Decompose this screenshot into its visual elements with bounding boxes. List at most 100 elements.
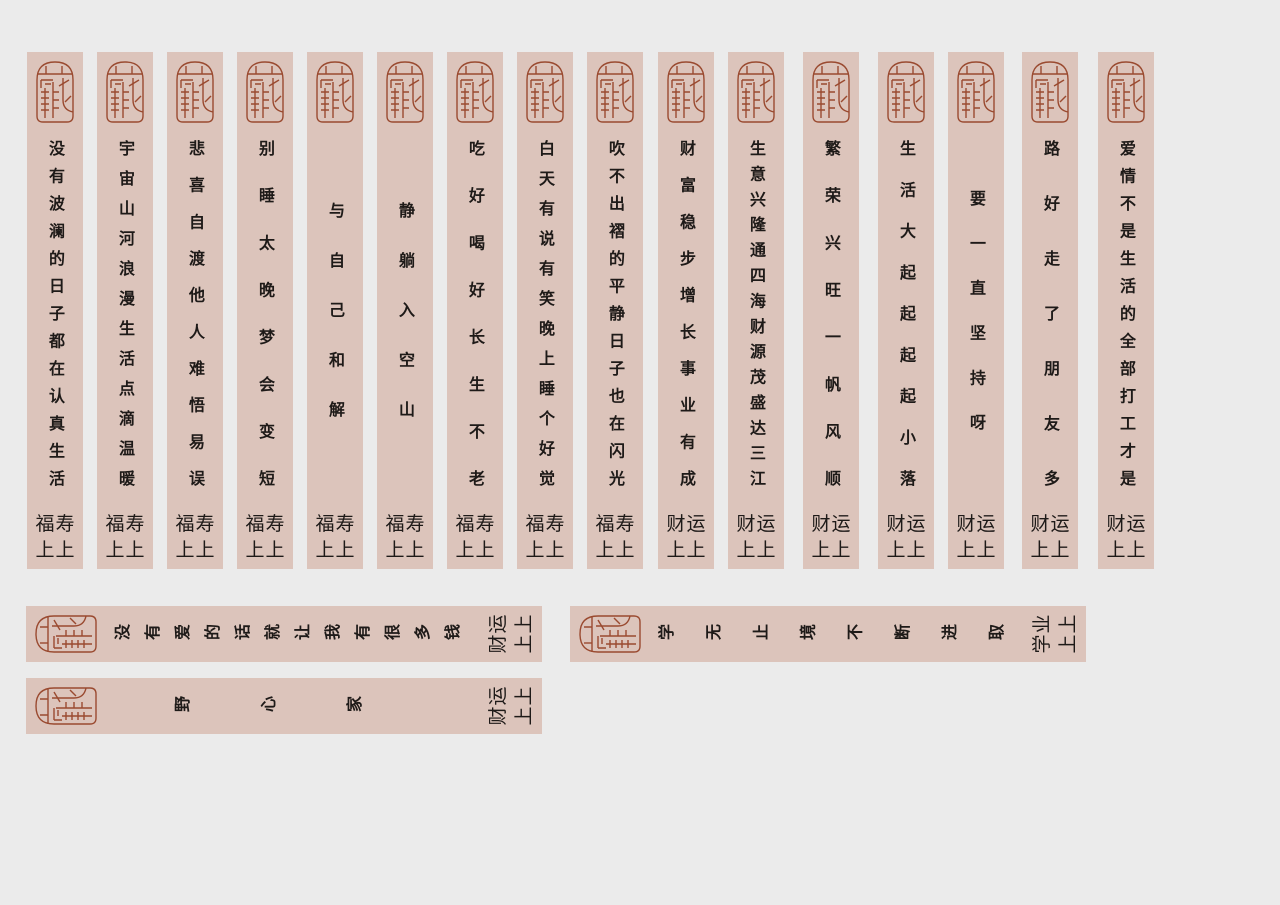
cang-seal-icon	[579, 615, 641, 653]
vertical-bookmark: 没有波澜的日子都在认真生活福寿上上	[27, 52, 83, 569]
blessing-char: 财	[1030, 513, 1050, 535]
blessing-char: 运	[1050, 513, 1070, 535]
strip-text: 要一直坚持呀	[967, 190, 986, 459]
blessing-block: 福寿上上	[447, 512, 503, 562]
blessing-char: 上	[1106, 539, 1126, 561]
vertical-bookmark: 繁荣兴旺一帆风顺财运上上	[803, 52, 859, 569]
blessing-block: 福寿上上	[167, 512, 223, 562]
strip-text-column: 繁荣兴旺一帆风顺	[803, 140, 859, 517]
strip-text-column: 与自己和解	[307, 202, 363, 451]
blessing-char: 上	[513, 634, 535, 654]
blessing-char: 上	[686, 539, 706, 561]
strip-text-column: 路好走了朋友多	[1022, 140, 1078, 525]
blessing-char: 上	[886, 539, 906, 561]
blessing-char: 福	[525, 513, 545, 535]
vertical-bookmark: 生活大起起起起小落财运上上	[878, 52, 934, 569]
blessing-char: 福	[35, 513, 55, 535]
blessing-char: 上	[525, 539, 545, 561]
cang-seal-icon	[812, 61, 850, 123]
blessing-char: 上	[475, 539, 495, 561]
blessing-char: 上	[1126, 539, 1146, 561]
vertical-bookmark: 白天有说有笑晚上睡个好觉福寿上上	[517, 52, 573, 569]
strip-text: 没有波澜的日子都在认真生活	[46, 140, 65, 498]
blessing-char: 寿	[125, 513, 145, 535]
vertical-bookmark: 爱情不是生活的全部打工才是财运上上	[1098, 52, 1154, 569]
cang-seal-icon	[667, 61, 705, 123]
strip-text-column: 生活大起起起起小落	[878, 140, 934, 511]
blessing-char: 福	[245, 513, 265, 535]
blessing-block: 财运上上	[878, 512, 934, 562]
strip-text-column: 学无止境不断进取	[658, 606, 1035, 662]
blessing-char: 上	[455, 539, 475, 561]
blessing-char: 财	[956, 513, 976, 535]
blessing-char: 财	[811, 513, 831, 535]
cang-seal-icon	[1031, 61, 1069, 123]
strip-text-column: 财富稳步增长事业有成	[658, 140, 714, 507]
blessing-char: 财	[1106, 513, 1126, 535]
blessing-block: 财运上上	[658, 512, 714, 562]
vertical-bookmark: 吹不出褶的平静日子也在闪光福寿上上	[587, 52, 643, 569]
blessing-char: 上	[756, 539, 776, 561]
blessing-char: 上	[513, 686, 535, 706]
blessing-char: 上	[405, 539, 425, 561]
strip-text-column: 静躺入空山	[377, 202, 433, 451]
strip-text: 野心家	[174, 696, 432, 715]
strip-text: 没有爱的话就让我有很多钱	[114, 624, 474, 643]
blessing-char: 运	[906, 513, 926, 535]
blessing-char: 上	[736, 539, 756, 561]
strip-text-column: 吹不出褶的平静日子也在闪光	[587, 140, 643, 498]
blessing-char: 寿	[405, 513, 425, 535]
blessing-char: 上	[956, 539, 976, 561]
strip-text: 爱情不是生活的全部打工才是	[1117, 140, 1136, 498]
blessing-block: 福寿上上	[307, 512, 363, 562]
vertical-bookmark: 静躺入空山福寿上上	[377, 52, 433, 569]
strip-text-column: 别睡太晚梦会变短	[237, 140, 293, 517]
blessing-char: 寿	[615, 513, 635, 535]
blessing-char: 财	[487, 634, 509, 654]
blessing-char: 运	[756, 513, 776, 535]
cang-seal-icon	[35, 615, 97, 653]
strip-text: 别睡太晚梦会变短	[256, 140, 275, 518]
blessing-char: 上	[245, 539, 265, 561]
strip-text-column: 没有爱的话就让我有很多钱	[114, 606, 474, 662]
blessing-char: 运	[976, 513, 996, 535]
strip-text: 财富稳步增长事业有成	[677, 140, 696, 507]
cang-seal-icon	[106, 61, 144, 123]
strip-text-column: 要一直坚持呀	[948, 190, 1004, 459]
horizontal-bookmark: 野心家财运上上	[26, 678, 542, 734]
blessing-char: 上	[105, 539, 125, 561]
cang-seal-icon	[526, 61, 564, 123]
blessing-char: 上	[513, 706, 535, 726]
cang-seal-icon	[596, 61, 634, 123]
bookmark-body: 野心家财运上上	[26, 678, 542, 734]
strip-text-column: 没有波澜的日子都在认真生活	[27, 140, 83, 498]
blessing-char: 运	[831, 513, 851, 535]
blessing-char: 运	[686, 513, 706, 535]
strip-text-column: 野心家	[174, 678, 432, 734]
strip-text-column: 宇宙山河浪漫生活点滴温暖	[97, 140, 153, 500]
blessing-char: 上	[125, 539, 145, 561]
blessing-block: 财运上上	[803, 512, 859, 562]
vertical-bookmark: 吃好喝好长生不老福寿上上	[447, 52, 503, 569]
strip-text-column: 悲喜自渡他人难悟易误	[167, 140, 223, 507]
blessing-char: 上	[335, 539, 355, 561]
bookmark-body: 没有爱的话就让我有很多钱财运上上	[26, 606, 542, 662]
blessing-char: 上	[1030, 539, 1050, 561]
blessing-block: 财运上上	[1098, 512, 1154, 562]
strip-text: 学无止境不断进取	[658, 624, 1036, 643]
blessing-char: 财	[736, 513, 756, 535]
blessing-char: 学	[1031, 634, 1053, 654]
blessing-block: 福寿上上	[377, 512, 433, 562]
strip-text: 生意兴隆通四海财源茂盛达三江	[747, 140, 766, 496]
strip-text-column: 生意兴隆通四海财源茂盛达三江	[728, 140, 784, 495]
blessing-char: 福	[105, 513, 125, 535]
blessing-char: 财	[487, 706, 509, 726]
blessing-char: 上	[175, 539, 195, 561]
cang-seal-icon	[1107, 61, 1145, 123]
blessing-char: 上	[55, 539, 75, 561]
blessing-char: 寿	[545, 513, 565, 535]
blessing-char: 业	[1031, 614, 1053, 634]
strip-text: 白天有说有笑晚上睡个好觉	[536, 140, 555, 500]
blessing-char: 上	[811, 539, 831, 561]
blessing-char: 财	[666, 513, 686, 535]
